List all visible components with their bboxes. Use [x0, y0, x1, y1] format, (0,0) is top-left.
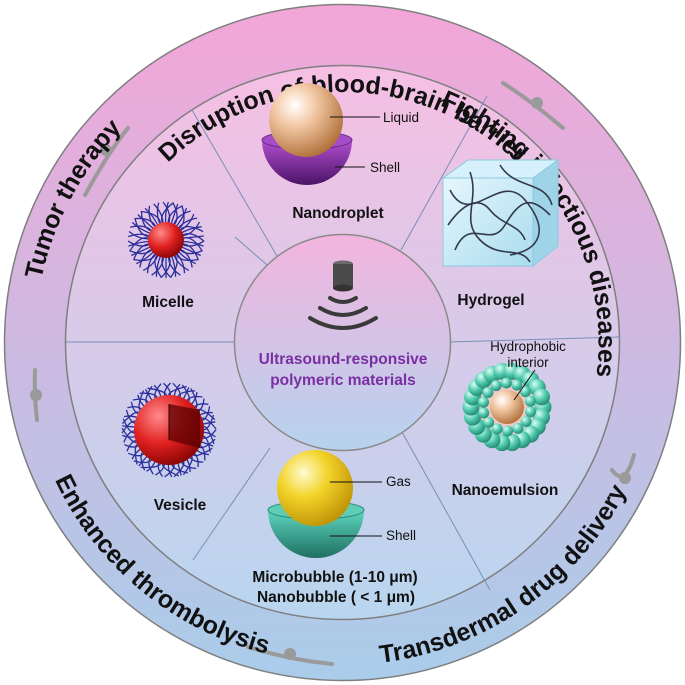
- microbubble-size-label: Microbubble (1-10 μm): [252, 569, 417, 586]
- nanobubble-size-label: Nanobubble ( < 1 μm): [257, 589, 415, 606]
- vesicle-title: Vesicle: [154, 497, 207, 514]
- microbubble-gas-label: Gas: [386, 474, 411, 489]
- center-circle: [233, 233, 452, 452]
- nanoemulsion-illustration: [462, 362, 552, 452]
- hydrogel-title: Hydrogel: [457, 292, 524, 309]
- nanoemulsion-title: Nanoemulsion: [452, 482, 559, 499]
- nanodroplet-illustration: [261, 83, 380, 185]
- nanoemulsion-interior-label-2: interior: [507, 355, 549, 370]
- ring-connector-dots: [30, 97, 631, 660]
- segment-dividers: [66, 95, 621, 591]
- vesicle-illustration: [121, 382, 217, 478]
- center-title-line2: polymeric materials: [270, 372, 416, 389]
- nanodroplet-title: Nanodroplet: [292, 205, 383, 222]
- nanoemulsion-interior-label-1: Hydrophobic: [490, 339, 566, 354]
- microbubble-illustration: [267, 450, 382, 558]
- ultrasound-transducer-icon: [308, 260, 378, 330]
- micelle-illustration: [127, 201, 205, 279]
- center-title-line1: Ultrasound-responsive: [259, 351, 428, 368]
- microbubble-shell-label: Shell: [386, 528, 416, 543]
- micelle-title: Micelle: [142, 294, 194, 311]
- nanodroplet-shell-label: Shell: [370, 160, 400, 175]
- hydrogel-illustration: [441, 159, 560, 268]
- nanodroplet-liquid-label: Liquid: [383, 110, 419, 125]
